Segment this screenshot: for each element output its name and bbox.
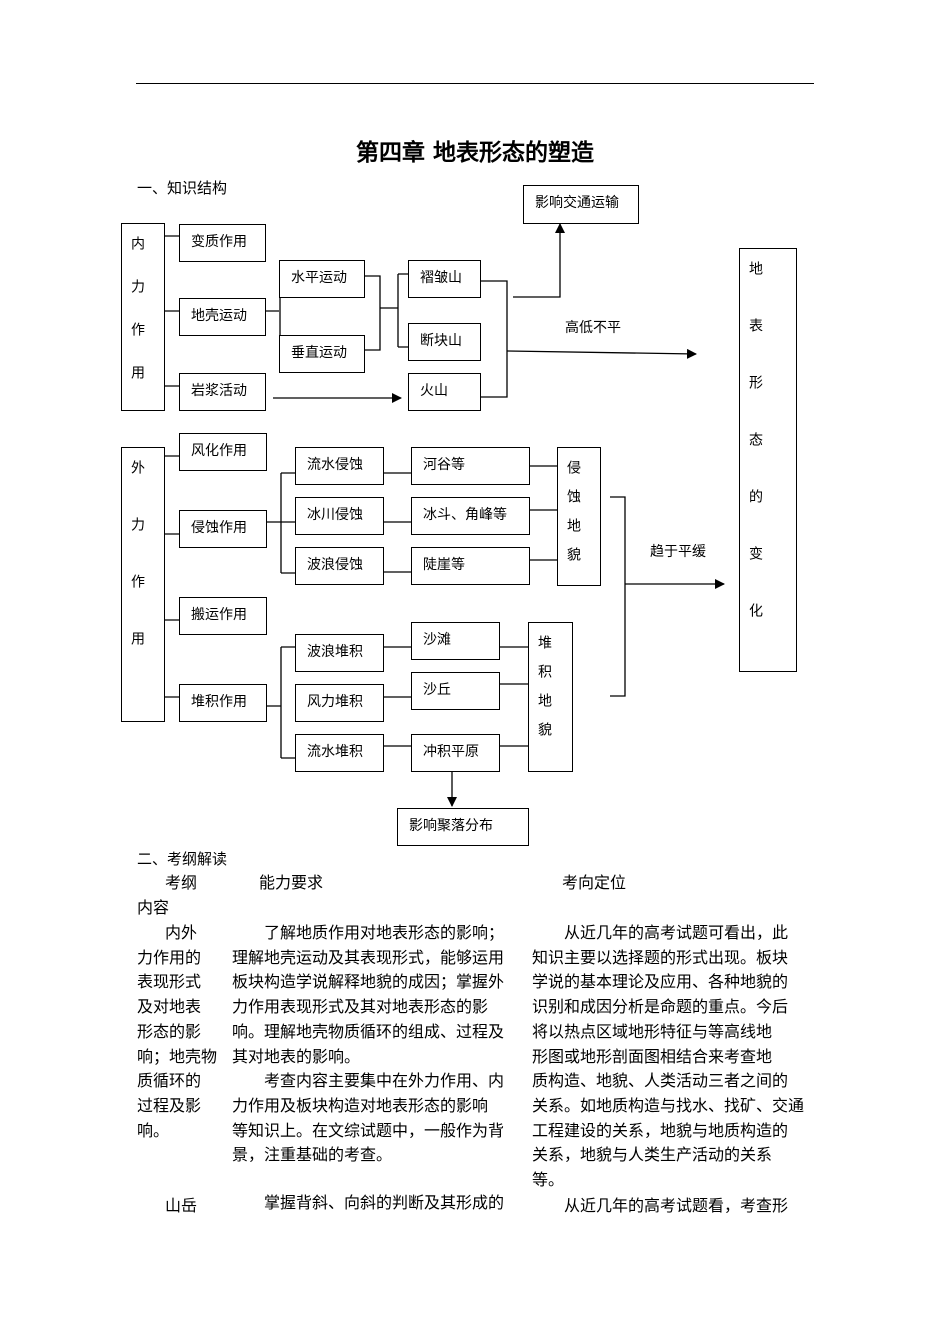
text-line: 响。 (137, 1120, 170, 1140)
text-line: 关系。如地质构造与找水、找矿、交通 (532, 1095, 805, 1115)
box-volcano: 火山 (408, 373, 481, 411)
box-crustal-movement: 地壳运动 (179, 298, 266, 336)
box-wave-erosion: 波浪侵蚀 (295, 547, 384, 585)
section-heading-syllabus: 二、考纲解读 (137, 850, 228, 868)
box-external-forces: 外力作用 (121, 447, 165, 722)
box-deposition-landform: 堆积地貌 (528, 622, 573, 772)
box-settlement: 影响聚落分布 (397, 808, 529, 846)
text-line: 及对地表 (137, 997, 202, 1017)
row1-syllabus: 内外力作用的表现形式及对地表形态的影响；地壳物质循环的过程及影响。 (137, 921, 217, 1143)
text-line: 力作用的 (137, 947, 202, 967)
text-line: 工程建设的关系，地貌与地质构造的 (532, 1120, 789, 1140)
text-line: 景，注重基础的考查。 (232, 1145, 393, 1165)
text-line: 理解地壳运动及其表现形式，能够运用 (232, 947, 505, 967)
box-deposition: 堆积作用 (179, 684, 267, 722)
label-flatten: 趋于平缓 (650, 544, 706, 560)
text-line: 形态的影 (137, 1021, 202, 1041)
box-metamorphism: 变质作用 (179, 224, 266, 262)
box-vertical: 垂直运动 (279, 335, 365, 373)
text-line: 学说的基本理论及应用、各种地貌的 (532, 972, 789, 992)
box-cliff: 陡崖等 (411, 547, 530, 585)
box-horizontal: 水平运动 (279, 260, 365, 298)
text-line: 响；地壳物 (137, 1046, 218, 1066)
text-line: 山岳 (165, 1196, 198, 1215)
box-cirque: 冰斗、角峰等 (411, 497, 530, 535)
text-line: 了解地质作用对地表形态的影响； (232, 923, 505, 942)
box-water-deposition: 流水堆积 (295, 734, 384, 772)
box-erosion-landform: 侵蚀地貌 (557, 447, 601, 586)
box-dune: 沙丘 (411, 672, 500, 710)
text-line: 掌握背斜、向斜的判断及其形成的 (232, 1193, 505, 1212)
row2-orientation: 从近几年的高考试题看，考查形 (532, 1194, 788, 1219)
box-glacier-erosion: 冰川侵蚀 (295, 497, 384, 535)
table-header-syllabus: 考纲 (165, 873, 198, 892)
box-alluvial-plain: 冲积平原 (411, 734, 500, 772)
text-line: 板块构造学说解释地貌的成因；掌握外 (232, 972, 505, 992)
box-weathering: 风化作用 (179, 433, 267, 471)
text-line: 识别和成因分析是命题的重点。今后 (532, 997, 789, 1017)
row2-syllabus: 山岳 (137, 1194, 197, 1219)
table-header-content: 内容 (137, 898, 170, 917)
box-traffic: 影响交通运输 (523, 185, 639, 224)
text-line: 考查内容主要集中在外力作用、内 (232, 1071, 505, 1091)
box-valley: 河谷等 (411, 447, 530, 485)
box-magma: 岩浆活动 (179, 373, 266, 411)
text-line: 力作用表现形式及其对地表形态的影 (232, 997, 489, 1017)
text-line: 形图或地形剖面图相结合来考查地 (532, 1046, 773, 1066)
header-rule (136, 83, 814, 84)
section-heading-structure: 一、知识结构 (137, 179, 228, 197)
row1-ability: 了解地质作用对地表形态的影响； 理解地壳运动及其表现形式，能够运用板块构造学说解释… (232, 921, 504, 1168)
text-line: 从近几年的高考试题看，考查形 (532, 1196, 789, 1215)
label-uneven: 高低不平 (565, 320, 621, 336)
page-title: 第四章 地表形态的塑造 (355, 140, 594, 166)
text-line: 从近几年的高考试题可看出，此 (532, 923, 789, 942)
box-internal-forces: 内力作用 (121, 223, 165, 411)
box-water-erosion: 流水侵蚀 (295, 447, 384, 485)
box-transport: 搬运作用 (179, 597, 267, 635)
box-erosion: 侵蚀作用 (179, 510, 267, 548)
text-line: 过程及影 (137, 1095, 202, 1115)
text-line: 表现形式 (137, 972, 202, 992)
box-wave-deposition: 波浪堆积 (295, 634, 384, 672)
box-fold-mountain: 褶皱山 (408, 260, 481, 298)
box-fault-mountain: 断块山 (408, 323, 481, 361)
text-line: 将以热点区域地形特征与等高线地 (532, 1021, 773, 1041)
text-line: 其对地表的影响。 (232, 1046, 361, 1066)
text-line: 质循环的 (137, 1071, 202, 1091)
box-surface-change: 地表形态的变化 (739, 248, 797, 672)
table-header-orientation: 考向定位 (562, 873, 627, 892)
text-line: 内外 (165, 923, 198, 942)
table-header-ability: 能力要求 (259, 873, 324, 892)
text-line: 质构造、地貌、人类活动三者之间的 (532, 1071, 789, 1091)
text-line: 等知识上。在文综试题中，一般作为背 (232, 1120, 505, 1140)
text-line: 力作用及板块构造对地表形态的影响 (232, 1095, 489, 1115)
row2-ability: 掌握背斜、向斜的判断及其形成的 (232, 1191, 504, 1216)
text-line: 知识主要以选择题的形式出现。板块 (532, 947, 789, 967)
text-line: 响。理解地壳物质循环的组成、过程及 (232, 1021, 505, 1041)
text-line: 关系，地貌与人类生产活动的关系 (532, 1145, 773, 1165)
text-line: 等。 (532, 1170, 565, 1190)
row1-orientation: 从近几年的高考试题可看出，此知识主要以选择题的形式出现。板块学说的基本理论及应用… (532, 921, 804, 1193)
box-wind-deposition: 风力堆积 (295, 684, 384, 722)
box-beach: 沙滩 (411, 622, 500, 660)
